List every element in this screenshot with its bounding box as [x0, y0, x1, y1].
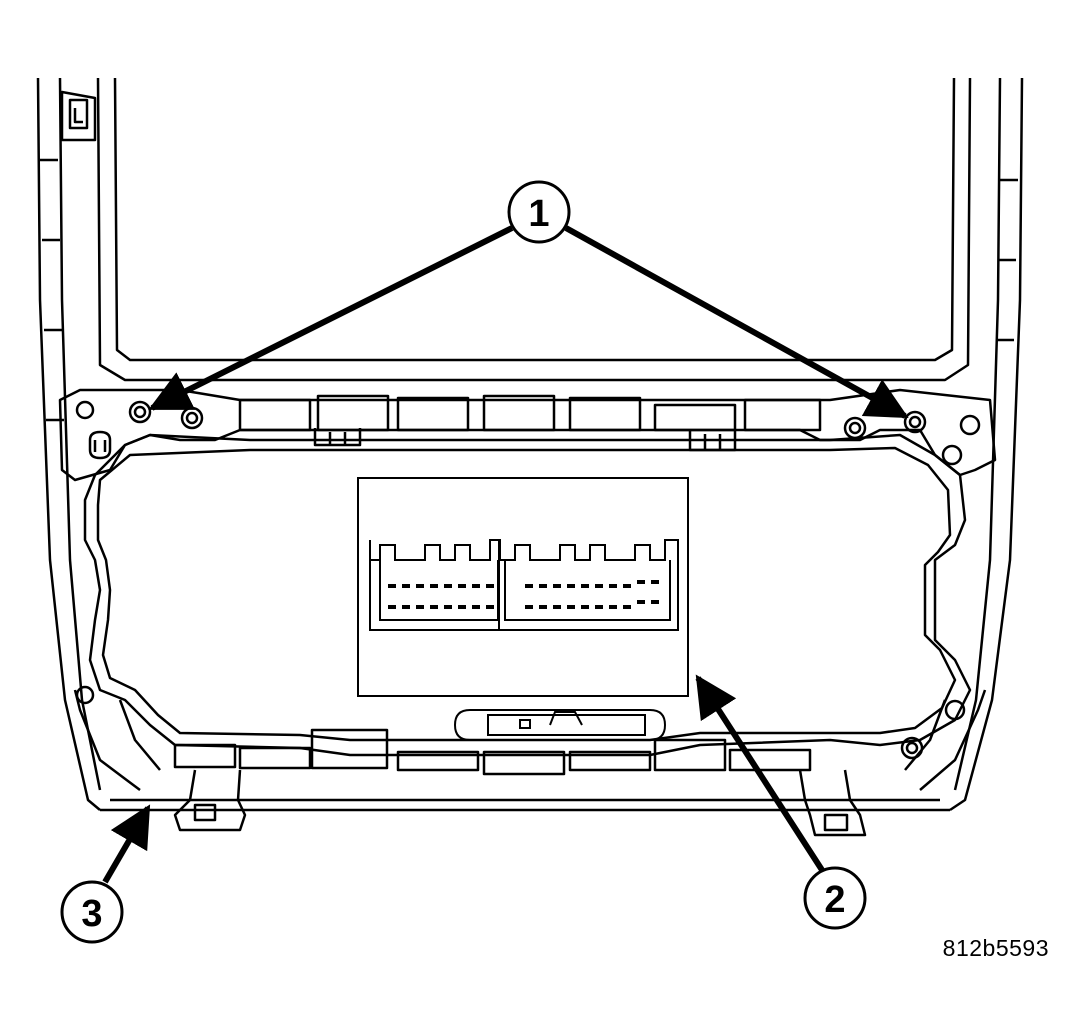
callout-2-label: 2: [824, 879, 845, 921]
screw-left: [128, 400, 152, 424]
callout-1-label: 1: [528, 193, 549, 235]
connector-pins: [388, 580, 659, 609]
label-panel: [357, 477, 689, 741]
callout-2: 2: [803, 866, 867, 930]
callout-1: 1: [507, 180, 571, 244]
screw-right: [903, 410, 927, 434]
callout-3: 3: [60, 880, 124, 944]
bezel-frame: [36, 77, 1024, 812]
mounting-screws: [75, 400, 981, 760]
figure-id: 812b5593: [942, 935, 1049, 961]
leader-1-right: [564, 225, 909, 419]
cluster-assembly: [58, 388, 997, 837]
leader-3: [102, 804, 151, 884]
leader-1-left: [148, 225, 514, 411]
label-panel-frame: [357, 477, 689, 697]
callout-3-label: 3: [81, 893, 102, 935]
leader-2: [695, 674, 825, 872]
leader-lines: [102, 225, 909, 884]
